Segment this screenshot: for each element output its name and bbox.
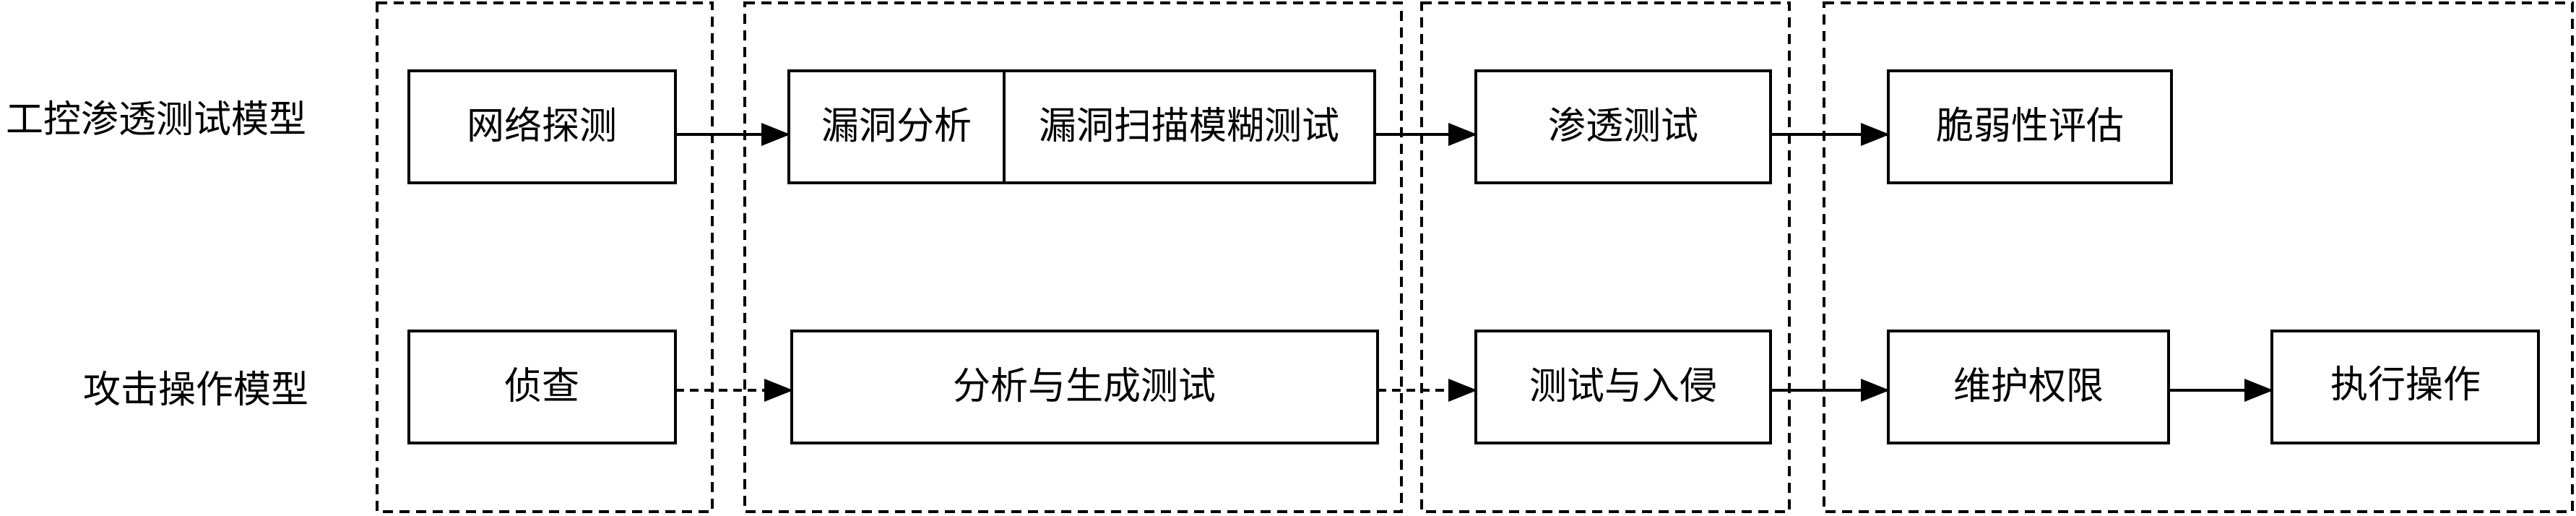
step-box-execute-operations	[2270, 330, 2540, 444]
step-label-penetration-test: 渗透测试	[1548, 105, 1698, 148]
step-box-analysis-and-test-generation	[790, 330, 1379, 444]
step-box-network-detection	[407, 69, 677, 184]
step-label-maintain-privileges: 维护权限	[1953, 365, 2104, 408]
stage-group-3	[1420, 1, 1791, 513]
step-box-reconnaissance	[407, 330, 677, 444]
step-label-vulnerability-assessment: 脆弱性评估	[1936, 105, 2124, 148]
step-box-penetration-test	[1474, 69, 1772, 184]
stage-group-4	[1823, 1, 2574, 513]
row-label-ics-pentest-model: 工控渗透测试模型	[6, 98, 306, 142]
step-label-reconnaissance: 侦查	[504, 365, 579, 408]
step-label-network-detection: 网络探测	[467, 105, 617, 148]
step-box-vulnerability-analysis-scan	[787, 69, 1376, 184]
step-label-vulnerability-scan-fuzzing: 漏洞扫描模糊测试	[1039, 105, 1339, 148]
step-label-test-and-intrusion: 测试与入侵	[1529, 365, 1717, 408]
stage-group-1	[376, 1, 714, 513]
step-label-execute-operations: 执行操作	[2330, 364, 2481, 407]
step-label-vulnerability-analysis: 漏洞分析	[821, 105, 972, 148]
row-label-attack-operation-model: 攻击操作模型	[83, 369, 308, 412]
step-box-vulnerability-assessment	[1887, 69, 2173, 184]
step-label-analysis-and-test-generation: 分析与生成测试	[953, 365, 1216, 408]
